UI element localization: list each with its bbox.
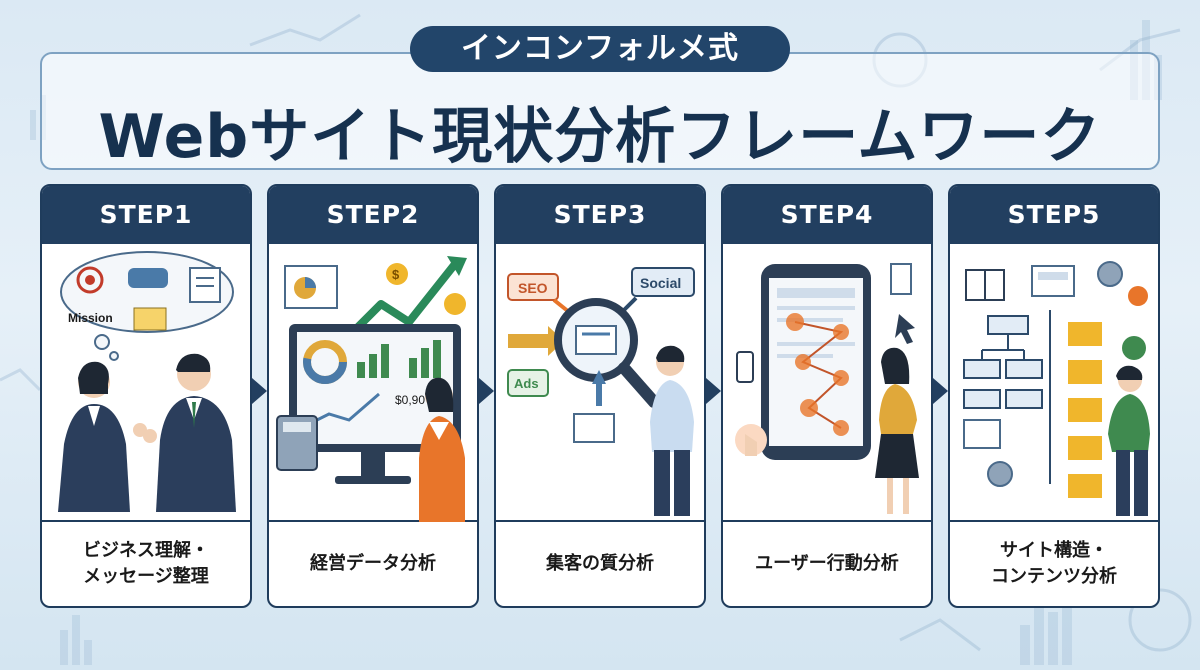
step-2-label: 経営データ分析 (269, 522, 477, 606)
step-5-label-line2: コンテンツ分析 (991, 566, 1117, 587)
step-3-label: 集客の質分析 (496, 522, 704, 606)
magnifier-traffic-icon: SEO Social Ads (496, 244, 704, 522)
step-card-2: STEP2 $ $0,90 (267, 184, 479, 608)
flow-arrow-3 (706, 378, 721, 404)
price-text: $0,90 (395, 393, 425, 407)
step-card-5: STEP5 (948, 184, 1160, 608)
step-1-label-line1: ビジネス理解・ (83, 539, 209, 561)
step-card-1: STEP1 Mission (40, 184, 252, 608)
step-card-4: STEP4 (721, 184, 933, 608)
business-meeting-icon: Mission (42, 244, 250, 522)
data-dashboard-icon: $ $0,90 (269, 244, 477, 522)
step-5-header: STEP5 (950, 186, 1158, 244)
step-1-header: STEP1 (42, 186, 250, 244)
step-4-label: ユーザー行動分析 (723, 522, 931, 606)
step-card-3: STEP3 SEO Social Ads (494, 184, 706, 608)
step-1-label: ビジネス理解・ メッセージ整理 (42, 522, 250, 606)
page-title: Webサイト現状分析フレームワーク (98, 102, 1102, 172)
step-2-header: STEP2 (269, 186, 477, 244)
method-badge: インコンフォルメ式 (410, 26, 790, 72)
smartphone-heatmap-icon (723, 244, 931, 522)
social-text: Social (640, 275, 681, 291)
step-5-label-line1: サイト構造・ (1000, 539, 1108, 561)
step-1-label-line2: メッセージ整理 (83, 566, 209, 587)
seo-text: SEO (518, 280, 548, 296)
mission-text: Mission (68, 311, 113, 325)
step-2-label-line1: 経営データ分析 (310, 552, 436, 574)
flow-arrow-1 (252, 378, 267, 404)
step-5-label: サイト構造・ コンテンツ分析 (950, 522, 1158, 606)
step-4-header: STEP4 (723, 186, 931, 244)
step-3-header: STEP3 (496, 186, 704, 244)
flow-arrow-4 (933, 378, 948, 404)
flow-arrow-2 (479, 378, 494, 404)
sitemap-folders-icon (950, 244, 1158, 522)
ads-text: Ads (514, 376, 539, 391)
step-4-label-line1: ユーザー行動分析 (755, 552, 899, 574)
dollar-text: $ (392, 267, 400, 282)
step-3-label-line1: 集客の質分析 (546, 552, 654, 574)
